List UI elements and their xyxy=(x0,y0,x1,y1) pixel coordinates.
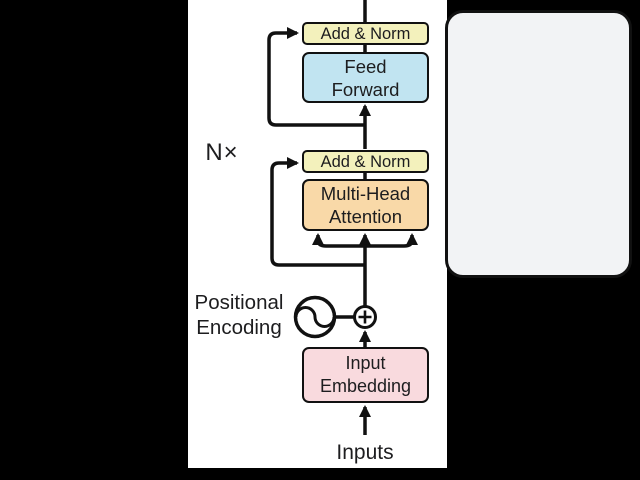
add-norm-bottom-box: Add & Norm xyxy=(302,150,429,173)
residual-connection-lower xyxy=(270,157,365,267)
residual-connection-upper xyxy=(267,27,365,127)
plus-icon xyxy=(358,310,372,324)
positional-encoding-label: Positional Encoding xyxy=(194,291,284,339)
multi-head-attention-box: Multi-Head Attention xyxy=(302,179,429,231)
input-embedding-box: Input Embedding xyxy=(302,347,429,403)
attention-fan-arrows xyxy=(312,233,418,248)
stack-multiplier-label: N× xyxy=(205,139,239,166)
inputs-label: Inputs xyxy=(336,441,394,464)
sine-wave-icon xyxy=(294,306,336,328)
add-norm-top-box: Add & Norm xyxy=(302,22,429,45)
encoder-stack-block xyxy=(445,10,632,278)
feed-forward-box: Feed Forward xyxy=(302,52,429,103)
add-symbol-icon xyxy=(353,305,377,329)
positional-encoding-icon xyxy=(293,295,354,339)
